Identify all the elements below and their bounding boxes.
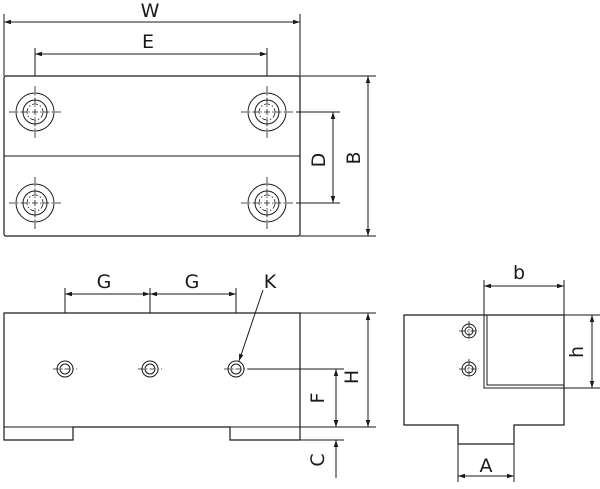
hole-top-right: [241, 86, 293, 138]
side-view: b h A: [403, 262, 600, 482]
tapped-hole-1: [53, 360, 77, 378]
side-hole-top: [459, 321, 479, 341]
top-view: W E: [3, 0, 376, 237]
b-small-label: b: [513, 262, 525, 284]
hole-bottom-right: [241, 177, 293, 229]
side-hole-bottom: [459, 359, 479, 379]
step-outline: [483, 315, 564, 389]
g-label-2: G: [185, 271, 200, 293]
step-inner-line: [486, 315, 564, 386]
k-leader-line: [238, 289, 264, 362]
h-label: H: [341, 370, 363, 384]
e-label: E: [142, 31, 154, 53]
w-label: W: [141, 0, 160, 22]
f-label: F: [307, 393, 329, 404]
b-label: B: [343, 151, 365, 164]
h-small-label: h: [566, 346, 588, 358]
tapped-hole-2: [138, 360, 162, 378]
c-label: C: [307, 453, 329, 466]
tapped-hole-3: [224, 360, 248, 378]
k-label: K: [264, 271, 277, 293]
front-view: G G K F H: [3, 271, 376, 478]
a-label: A: [480, 455, 493, 477]
g-label-1: G: [97, 271, 112, 293]
hole-top-left: [9, 86, 61, 138]
d-label: D: [308, 153, 330, 168]
hole-bottom-left: [9, 177, 61, 229]
